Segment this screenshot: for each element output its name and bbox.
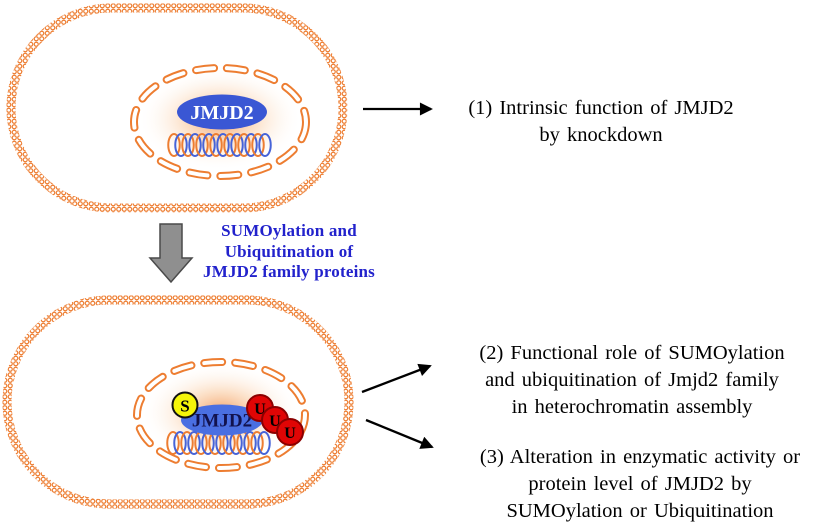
arrow-to-step3 bbox=[365, 418, 434, 449]
annotation-step3: (3) Alteration in enzymatic activity or … bbox=[448, 444, 831, 525]
process-label: SUMOylation and Ubiquitination of JMJD2 … bbox=[194, 221, 384, 283]
annotation-step2: (2) Functional role of SUMOylation and u… bbox=[442, 340, 822, 421]
bottom-cell: JMJD2 S U U U bbox=[2, 295, 354, 509]
nuclear-envelope-inner bbox=[135, 360, 307, 470]
process-line: SUMOylation and bbox=[221, 221, 357, 240]
sumo-badge bbox=[171, 391, 199, 419]
annotation-line: (1) Intrinsic function of JMJD2 bbox=[468, 97, 734, 119]
process-line: Ubiquitination of bbox=[224, 241, 354, 261]
annotation-line: SUMOylation or Ubiquitination bbox=[506, 500, 774, 522]
top-cell: JMJD2 bbox=[6, 3, 348, 213]
ubiquitin-badge bbox=[276, 418, 304, 446]
jmjd2-protein bbox=[177, 94, 267, 130]
annotation-line: and ubiquitination of Jmjd2 family bbox=[485, 369, 779, 391]
jmjd2-protein-label: JMJD2 bbox=[190, 102, 253, 124]
annotation-line: (2) Functional role of SUMOylation bbox=[479, 342, 785, 364]
dna-helix bbox=[167, 133, 272, 157]
process-line: JMJD2 family proteins bbox=[203, 262, 375, 281]
annotation-line: by knockdown bbox=[539, 124, 663, 146]
jmjd2-protein-label: JMJD2 bbox=[192, 411, 252, 432]
annotation-line: protein level of JMJD2 by bbox=[528, 473, 752, 495]
annotation-line: in heterochromatin assembly bbox=[511, 396, 753, 418]
ubiquitin-badge-label: U bbox=[284, 425, 296, 442]
annotation-step1: (1) Intrinsic function of JMJD2 by knock… bbox=[424, 95, 778, 149]
jmjd2-protein bbox=[181, 404, 263, 436]
sumo-badge-label: S bbox=[180, 396, 189, 415]
process-down-arrow bbox=[148, 223, 194, 284]
nuclear-envelope-inner bbox=[132, 66, 308, 178]
arrow-to-step2 bbox=[361, 363, 432, 394]
annotation-line: (3) Alteration in enzymatic activity or bbox=[479, 446, 801, 468]
